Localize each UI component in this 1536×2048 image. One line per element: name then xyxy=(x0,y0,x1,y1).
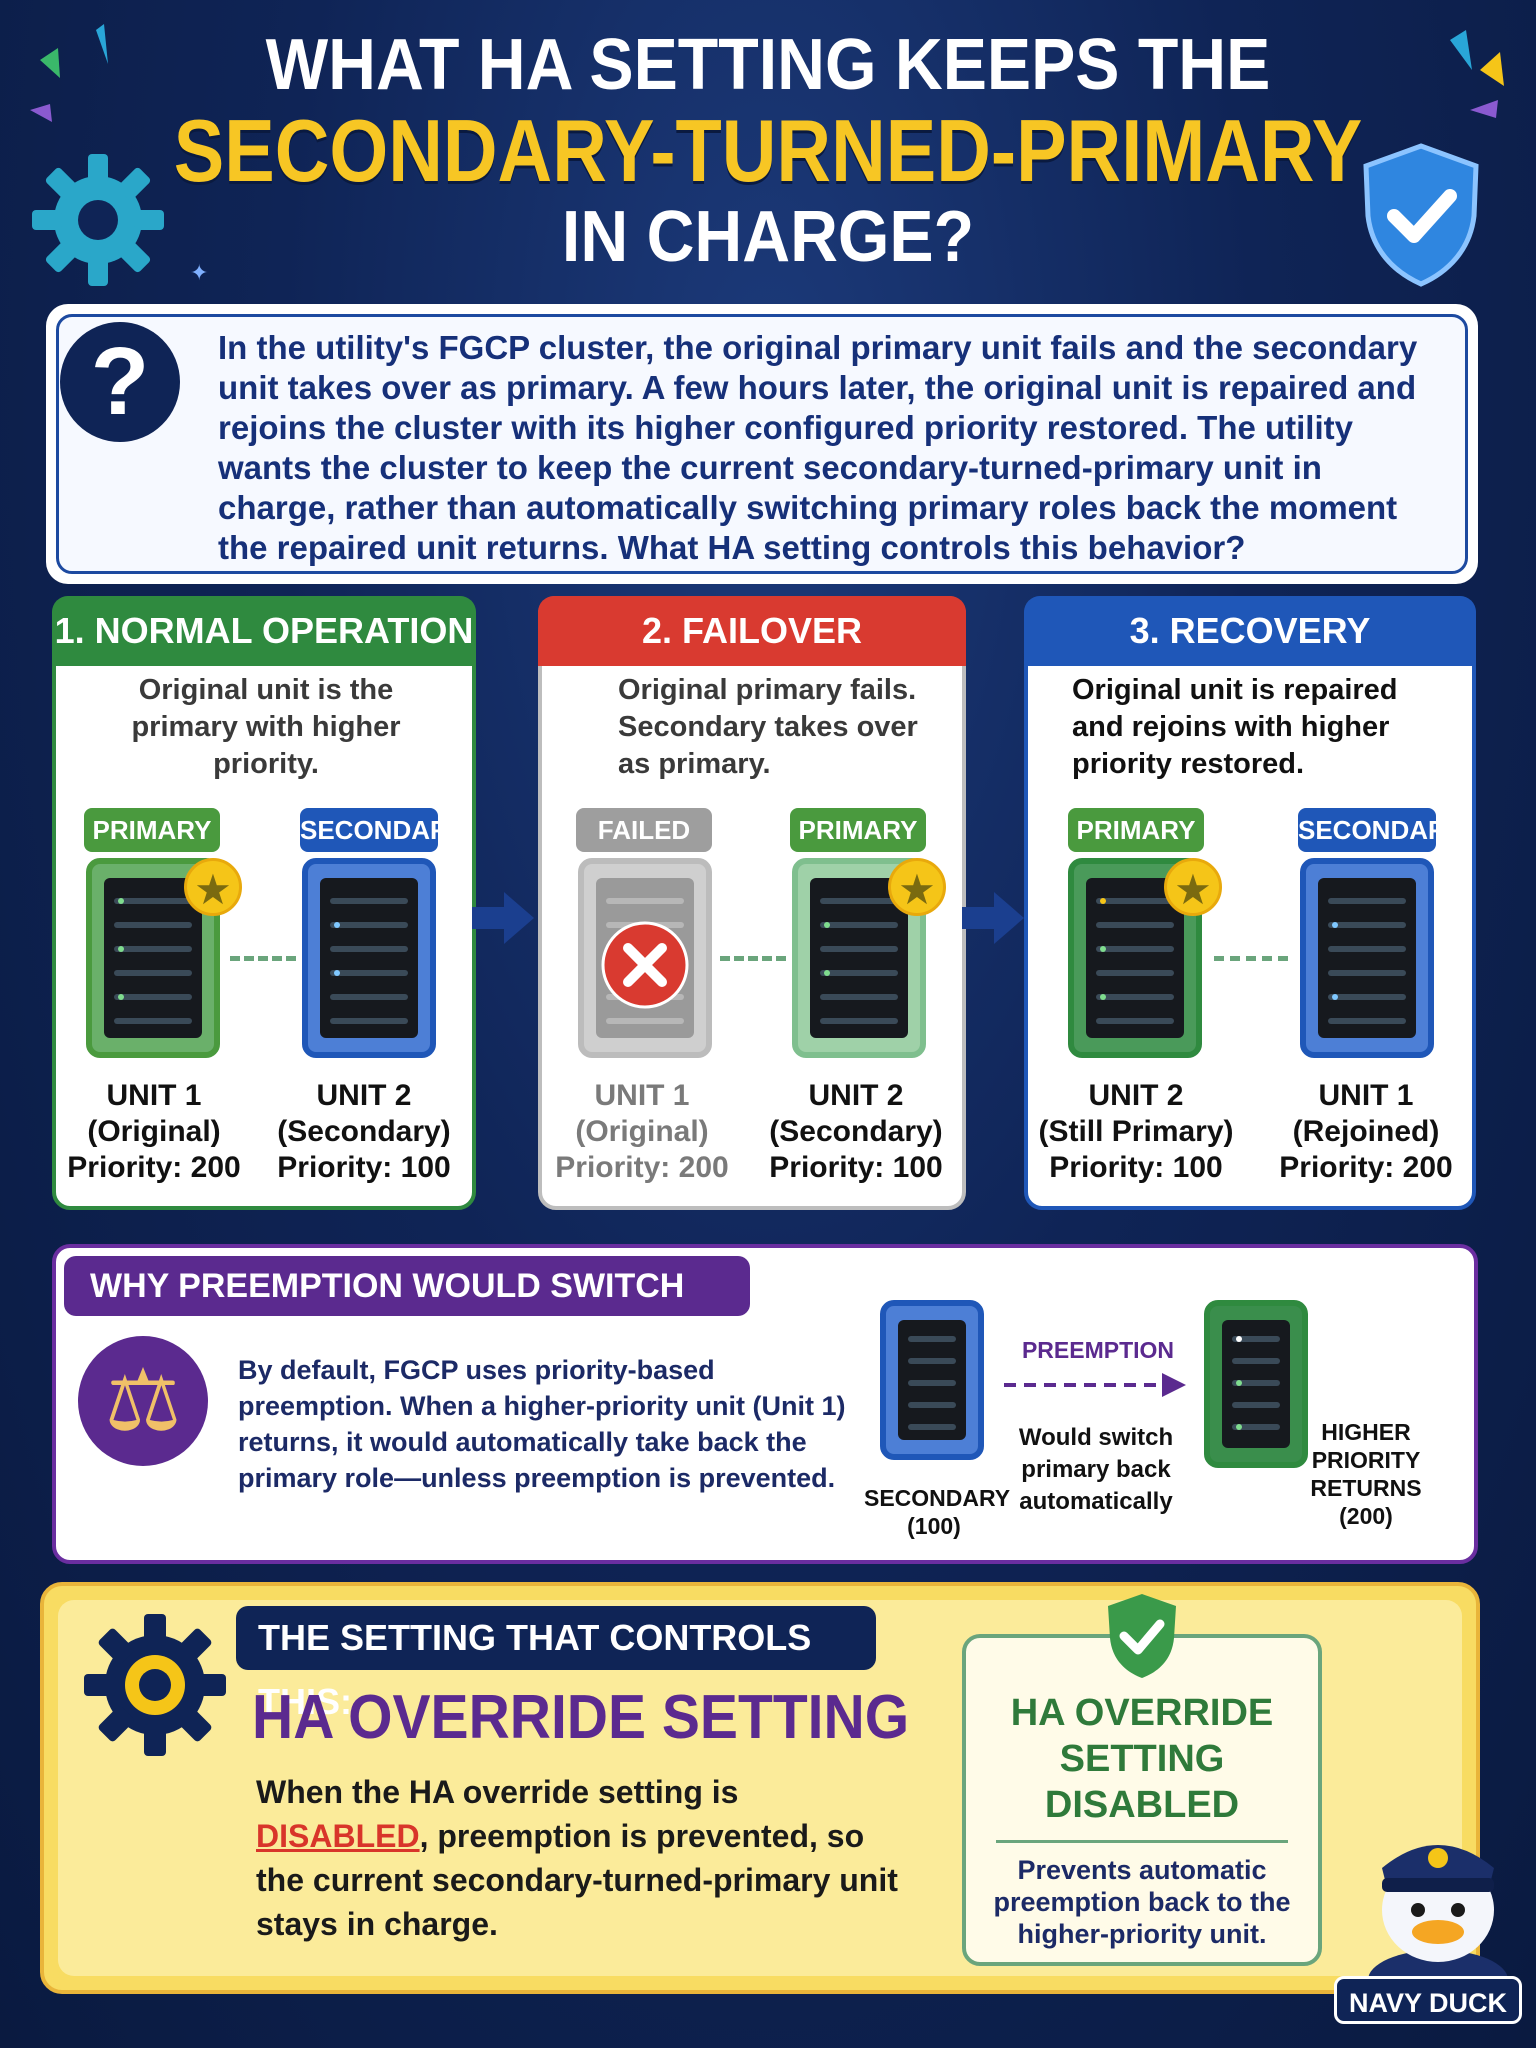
unit-role: (Secondary) xyxy=(277,1115,451,1148)
stage-description: Original primary fails. Secondary takes … xyxy=(618,674,918,780)
preemption-arrow-label: PREEMPTION xyxy=(1021,1337,1175,1363)
unit-tag-primary: PRIMARY xyxy=(84,808,220,852)
flow-arrow-1 xyxy=(504,892,534,944)
flow-arrow-2 xyxy=(994,892,1024,944)
preemption-arrow-description: Would switch primary back automatically xyxy=(1018,1424,1174,1515)
question-text: In the utility's FGCP cluster, the origi… xyxy=(218,329,1418,566)
preemption-header: WHY PREEMPTION WOULD SWITCH BACK xyxy=(64,1256,750,1365)
unit-name: UNIT 2 xyxy=(1088,1079,1184,1112)
scales-icon: ⚖ xyxy=(78,1336,208,1466)
ha-link xyxy=(1214,956,1288,961)
answer-card xyxy=(962,1634,1322,1966)
server-unit-2 xyxy=(302,858,436,1058)
unit-name: UNIT 1 xyxy=(594,1079,690,1112)
flow-arrow-1-shaft xyxy=(472,907,506,929)
unit-priority: Priority: 200 xyxy=(1279,1151,1453,1184)
shield-check-icon xyxy=(1108,1594,1176,1678)
shield-check-icon xyxy=(1363,143,1479,287)
gear-icon xyxy=(32,154,164,286)
stage-header: 1. NORMAL OPERATION xyxy=(52,596,476,666)
gear-icon xyxy=(84,1614,226,1756)
title-line-1: WHAT HA SETTING KEEPS THE xyxy=(265,25,1271,105)
unit-name: UNIT 2 xyxy=(316,1079,412,1112)
server-unit-1 xyxy=(86,858,220,1058)
preemption-arrow xyxy=(1004,1373,1186,1397)
setting-desc-part: When the HA override setting is xyxy=(256,1774,739,1810)
server-unit-2-primary xyxy=(792,858,926,1058)
unit-priority: Priority: 100 xyxy=(1049,1151,1223,1184)
unit-caption-left: UNIT 1 (Original) Priority: 200 xyxy=(44,1078,264,1186)
ha-link xyxy=(230,956,296,961)
unit-tag-failed: FAILED xyxy=(576,808,712,852)
unit-caption-left: UNIT 1 (Original) Priority: 200 xyxy=(532,1078,752,1186)
setting-description: When the HA override setting is DISABLED… xyxy=(256,1770,916,1946)
unit-name: UNIT 2 xyxy=(808,1079,904,1112)
flow-arrow-2-shaft xyxy=(962,907,996,929)
server-higher-priority-mini xyxy=(1204,1300,1308,1468)
unit-role: (Original) xyxy=(87,1115,221,1148)
unit-priority: Priority: 100 xyxy=(277,1151,451,1184)
answer-title: HA OVERRIDE SETTING DISABLED xyxy=(1010,1692,1274,1826)
server-secondary-mini xyxy=(880,1300,984,1460)
unit-role: (Rejoined) xyxy=(1292,1115,1440,1148)
unit-role: (Original) xyxy=(575,1115,709,1148)
unit-tag-primary: PRIMARY xyxy=(1068,808,1204,852)
unit-priority: Priority: 100 xyxy=(769,1151,943,1184)
server-unit-1 xyxy=(1300,858,1434,1058)
question-mark-icon: ? xyxy=(60,322,180,442)
unit-name: UNIT 1 xyxy=(1318,1079,1414,1112)
secondary-priority-label: SECONDARY (100) xyxy=(864,1485,1011,1539)
question-frame xyxy=(56,314,1468,574)
brand-badge: NAVY DUCK xyxy=(1334,1976,1522,2024)
question-panel xyxy=(46,304,1478,584)
unit-tag-secondary: SECONDARY xyxy=(1298,808,1463,852)
title-line-2: SECONDARY-TURNED-PRIMARY xyxy=(173,101,1363,200)
stage-header: 3. RECOVERY xyxy=(1024,596,1476,666)
svg-text:✦: ✦ xyxy=(190,261,208,286)
unit-tag-secondary: SECONDARY xyxy=(300,808,465,852)
setting-name: HA OVERRIDE SETTING xyxy=(252,1683,910,1752)
stage-header: 2. FAILOVER xyxy=(538,596,966,666)
answer-divider xyxy=(996,1840,1288,1843)
unit-name: UNIT 1 xyxy=(106,1079,202,1112)
failed-x-icon xyxy=(601,921,689,1009)
stage-description: Original unit is the primary with higher… xyxy=(131,674,401,780)
setting-desc-part: , preemption is prevented, so the curren… xyxy=(256,1818,898,1942)
unit-priority: Priority: 200 xyxy=(67,1151,241,1184)
unit-tag-primary: PRIMARY xyxy=(790,808,926,852)
unit-role: (Secondary) xyxy=(769,1115,943,1148)
stage-description: Original unit is repaired and rejoins wi… xyxy=(1072,674,1398,780)
unit-role: (Still Primary) xyxy=(1038,1115,1234,1148)
star-icon: ★ xyxy=(888,858,946,916)
unit-caption-left: UNIT 2 (Still Primary) Priority: 100 xyxy=(1026,1078,1246,1186)
unit-caption-right: UNIT 2 (Secondary) Priority: 100 xyxy=(746,1078,966,1186)
unit-caption-right: UNIT 2 (Secondary) Priority: 100 xyxy=(254,1078,474,1186)
unit-caption-right: UNIT 1 (Rejoined) Priority: 200 xyxy=(1256,1078,1476,1186)
duck-mascot-icon xyxy=(1368,1845,1508,2004)
star-icon: ★ xyxy=(1164,858,1222,916)
answer-description: Prevents automatic preemption back to th… xyxy=(993,1855,1291,1949)
preemption-text: By default, FGCP uses priority-based pre… xyxy=(238,1355,846,1493)
higher-priority-label: HIGHER PRIORITY RETURNS (200) xyxy=(1310,1419,1422,1529)
disabled-highlight: DISABLED xyxy=(256,1818,420,1854)
star-icon: ★ xyxy=(184,858,242,916)
confetti-decoration: ✦ xyxy=(30,24,1504,286)
ha-link xyxy=(720,956,786,961)
title-line-3: IN CHARGE? xyxy=(561,197,975,277)
unit-priority: Priority: 200 xyxy=(555,1151,729,1184)
setting-header: THE SETTING THAT CONTROLS THIS: xyxy=(236,1606,876,1722)
